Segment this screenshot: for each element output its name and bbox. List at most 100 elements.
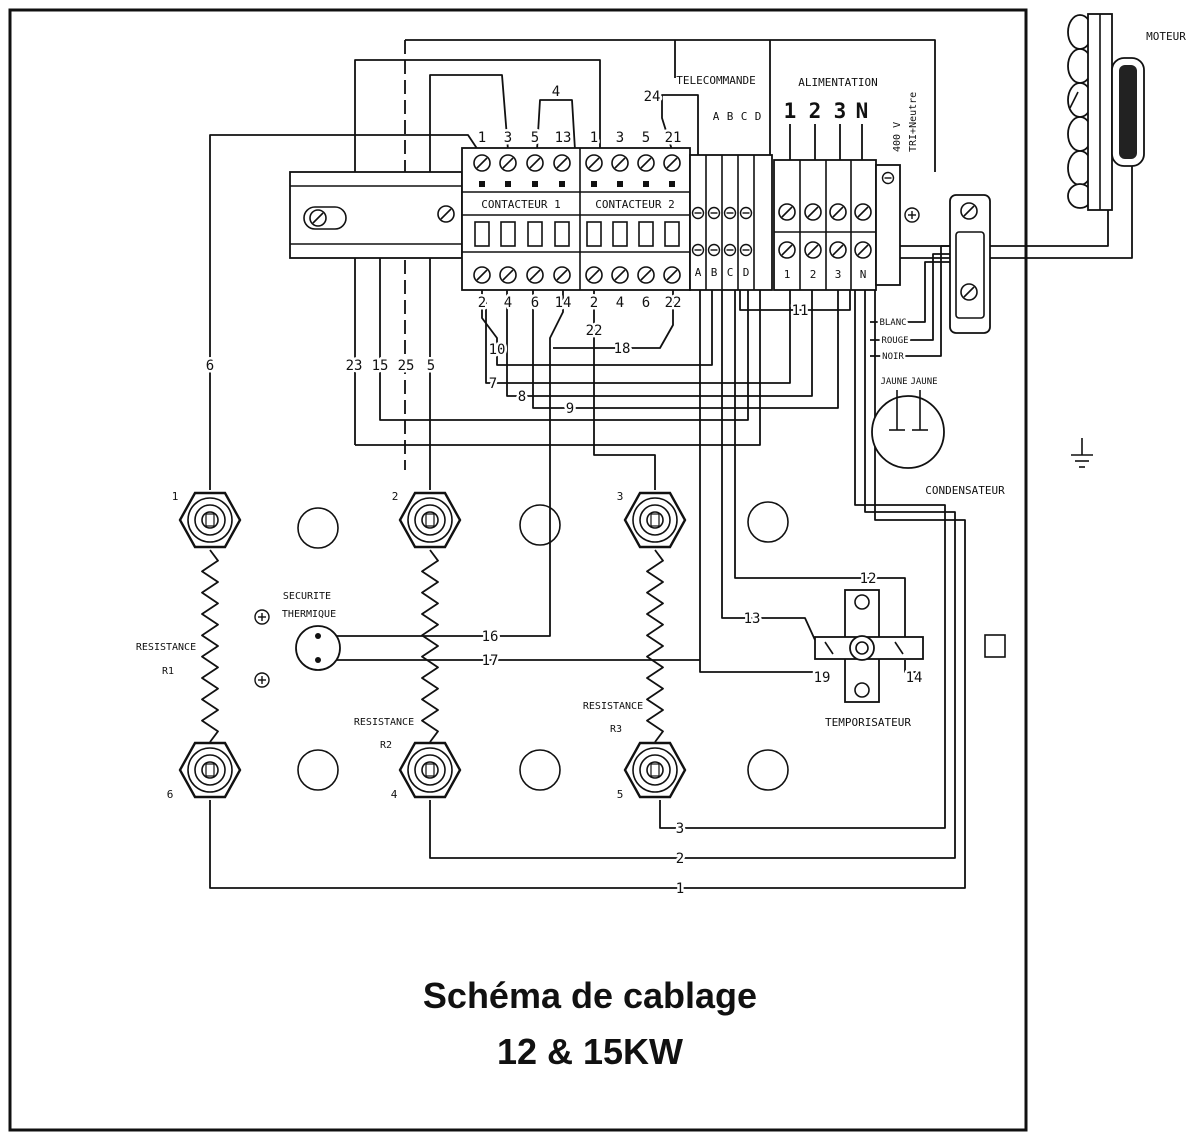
- alim-screw-2-top: [804, 203, 822, 221]
- mount-screw-lower: [254, 672, 270, 688]
- tc-top-label-d: D: [755, 110, 762, 123]
- alim-screw-2-bottom: [804, 241, 822, 259]
- c1-slot-2: [500, 221, 516, 247]
- tc-top-label-c: C: [741, 110, 748, 123]
- wire-label-3: 3: [676, 821, 684, 837]
- resistor-r1-name: R1: [162, 666, 174, 677]
- tc-screw-c-bottom: [723, 243, 737, 257]
- clamp-screw-bottom: [960, 283, 978, 301]
- c2-bottom-screw-3: [637, 266, 655, 284]
- motor-lead-red-label: ROUGE: [881, 336, 908, 346]
- alim-screw-1-top: [778, 203, 796, 221]
- c2-bottom-screw-1: [585, 266, 603, 284]
- resistor-r3-label: RESISTANCE: [583, 701, 643, 712]
- resistor-r3-name: R3: [610, 724, 622, 735]
- wire-9: [532, 290, 839, 409]
- c1-bottom-screw-3: [526, 266, 544, 284]
- c2-top-screw-4: [663, 154, 681, 172]
- tc-top-label-a: A: [713, 110, 720, 123]
- c2-bottom-label-2: 4: [616, 295, 624, 311]
- wire-12: [734, 290, 906, 640]
- c2-bottom-label-4: 22: [665, 295, 682, 311]
- terminal-5-label: 5: [617, 788, 624, 801]
- wire-24: [661, 94, 699, 155]
- terminal-2-nut: [398, 491, 462, 549]
- c2-mark-2: [617, 181, 623, 187]
- wire-label-15: 15: [372, 358, 389, 374]
- wire-label-1: 1: [676, 881, 684, 897]
- wire-label-24: 24: [644, 89, 661, 105]
- c1-top-label-1: 1: [478, 130, 486, 146]
- tc-screw-a-bottom: [691, 243, 705, 257]
- contactor1-label: CONTACTEUR 1: [481, 198, 560, 211]
- c1-top-screw-3: [526, 154, 544, 172]
- c2-mark-3: [643, 181, 649, 187]
- wire-label-2: 2: [676, 851, 684, 867]
- thermal-cutout-label-1: SECURITE: [283, 591, 331, 602]
- alim-voltage: 400 V: [892, 122, 903, 152]
- end-plate-screw: [881, 171, 895, 185]
- wire-22: [593, 290, 656, 490]
- alim-bottom-label-3: 3: [835, 268, 842, 281]
- c2-slot-1: [586, 221, 602, 247]
- tc-top-label-b: B: [727, 110, 734, 123]
- wire-7: [485, 290, 791, 384]
- c1-top-label-4: 13: [555, 130, 572, 146]
- wire-label-12: 12: [860, 571, 877, 587]
- wire-label-6: 6: [206, 358, 214, 374]
- terminal-6-label: 6: [167, 788, 174, 801]
- c1-bottom-label-3: 6: [531, 295, 539, 311]
- thermal-cutout-label-2: THERMIQUE: [282, 609, 336, 620]
- c2-slot-3: [638, 221, 654, 247]
- wire-19: [699, 290, 815, 673]
- wire-label-18: 18: [614, 341, 631, 357]
- tc-bottom-label-b: B: [711, 266, 718, 279]
- blank-hole-6: [747, 749, 789, 791]
- wire-23-bottom: [355, 290, 761, 446]
- c1-mark-2: [505, 181, 511, 187]
- alim-bottom-label-2: 2: [810, 268, 817, 281]
- rail-screw-left: [309, 209, 327, 227]
- terminal-3-label: 3: [617, 490, 624, 503]
- thermal-cutout: SECURITE THERMIQUE: [254, 591, 341, 688]
- motor-lead-white: [870, 261, 950, 323]
- wire-label-11: 11: [792, 303, 809, 319]
- c1-top-screw-1: [473, 154, 491, 172]
- enclosure-frame: [8, 8, 1028, 1132]
- c2-bottom-screw-4: [663, 266, 681, 284]
- motor-winding-core: [1119, 65, 1137, 159]
- alim-top-label-1: 1: [784, 99, 797, 123]
- contactor-body: [461, 147, 691, 291]
- c2-slot-2: [612, 221, 628, 247]
- tc-screw-b-top: [707, 206, 721, 220]
- c1-mark-4: [559, 181, 565, 187]
- contactors: CONTACTEUR 1 CONTACTEUR 2 1 3 5 13 1 3 5…: [461, 82, 691, 314]
- tc-screw-a-top: [691, 206, 705, 220]
- contactor2-label: CONTACTEUR 2: [595, 198, 674, 211]
- alim-supply-type: TRI+Neutre: [908, 92, 919, 152]
- terminal-3-nut: [623, 491, 687, 549]
- c1-top-label-3: 5: [531, 130, 539, 146]
- terminal-5-nut: [623, 741, 687, 799]
- wire-label-23: 23: [346, 358, 363, 374]
- wire-label-9: 9: [566, 401, 574, 417]
- motor-cable-1: [900, 210, 1109, 247]
- alimentation-label: ALIMENTATION: [798, 76, 877, 89]
- c2-bottom-label-3: 6: [642, 295, 650, 311]
- alim-screw-1-bottom: [778, 241, 796, 259]
- resistor-r2-label: RESISTANCE: [354, 717, 414, 728]
- c2-bottom-label-1: 2: [590, 295, 598, 311]
- terminal-6-nut: [178, 741, 242, 799]
- wire-2: [429, 290, 956, 859]
- capacitor-lead-1: JAUNE: [880, 377, 907, 387]
- wire-label-17: 17: [482, 653, 499, 669]
- wire-label-10: 10: [489, 342, 506, 358]
- c2-top-label-4: 21: [665, 130, 682, 146]
- c2-top-screw-2: [611, 154, 629, 172]
- resistor-r2-coil: [421, 549, 439, 743]
- wire-label-14: 14: [906, 670, 923, 686]
- alim-screw-n-bottom: [854, 241, 872, 259]
- c1-bottom-screw-4: [553, 266, 571, 284]
- wire-10: [481, 290, 713, 366]
- wire-numbers: 6 23 15 25 5 10 7 8 9 22 18 11 16 17 13 …: [203, 301, 925, 900]
